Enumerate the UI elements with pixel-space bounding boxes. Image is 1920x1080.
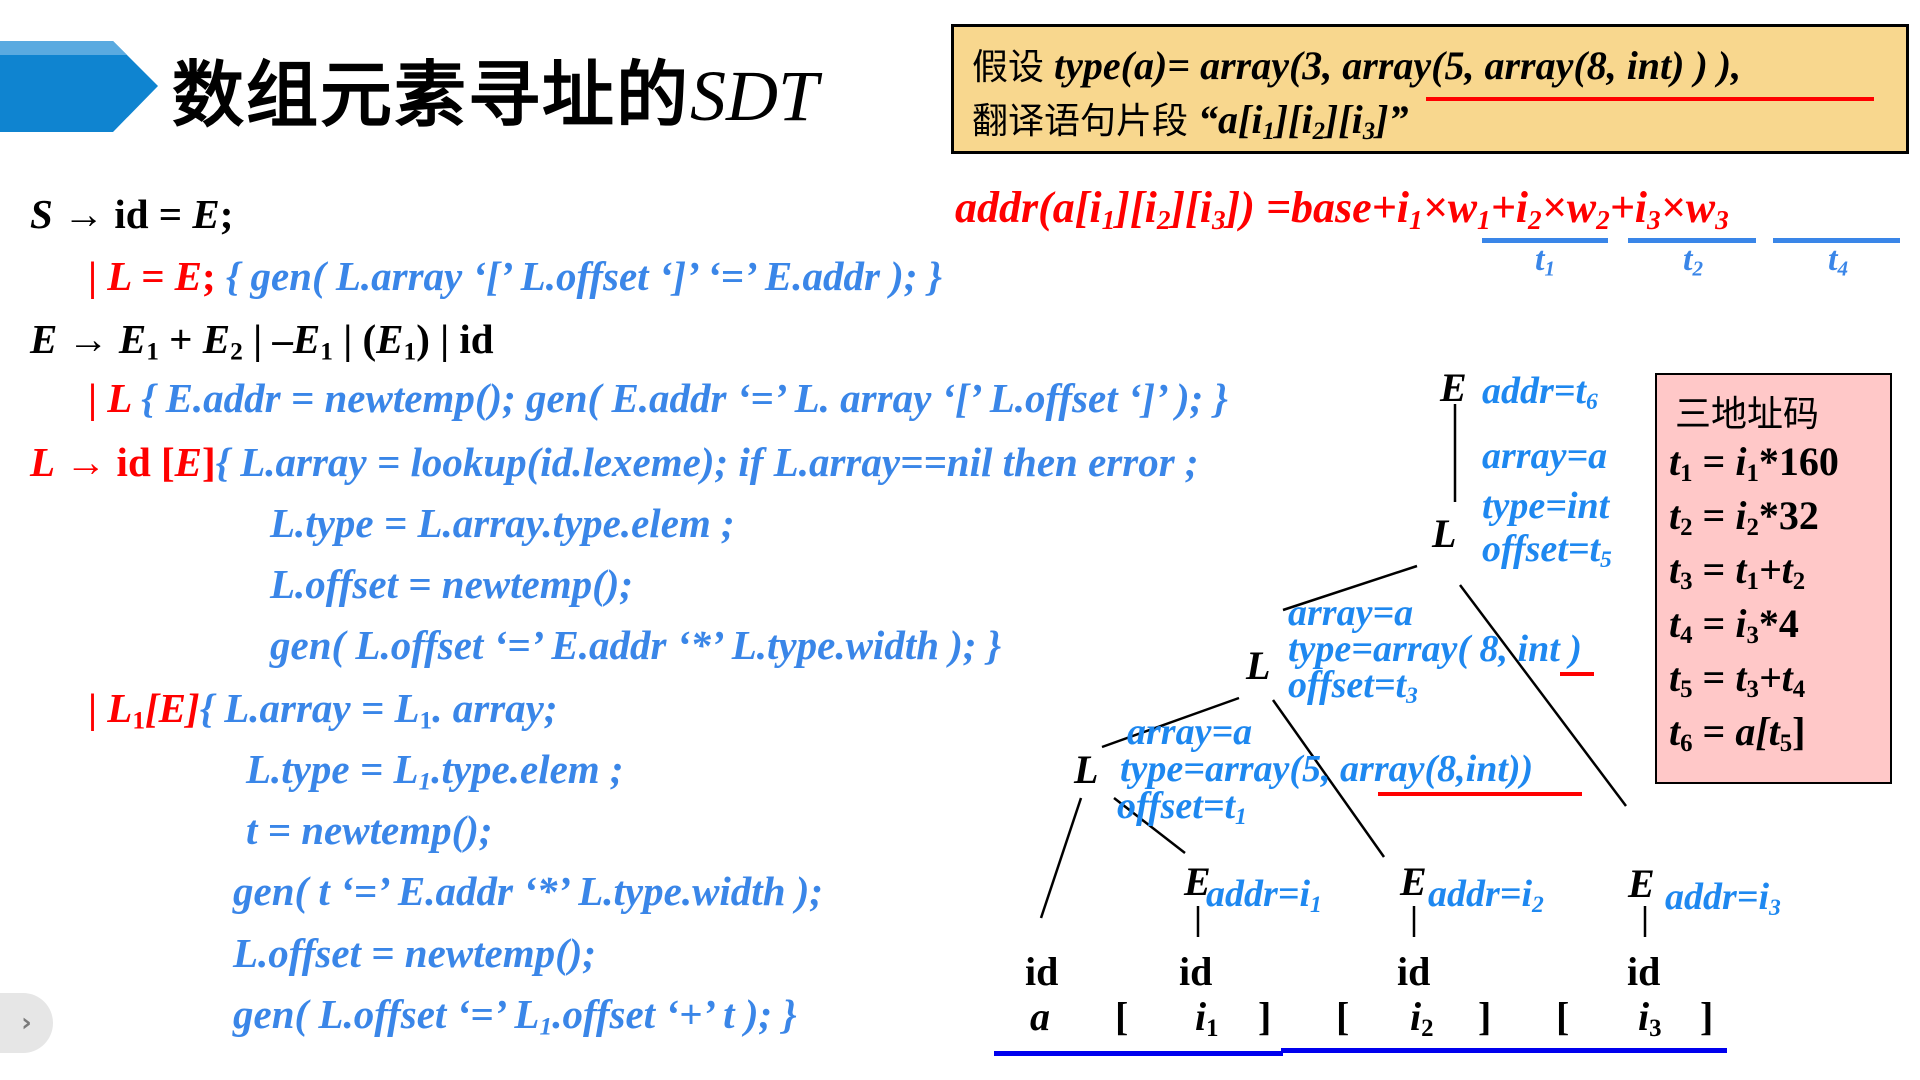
title-arrow-decoration bbox=[0, 41, 158, 132]
red-underline bbox=[1426, 97, 1874, 101]
token-lbracket: [ bbox=[1115, 994, 1129, 1039]
action-line: L.offset = newtemp(); bbox=[270, 561, 634, 607]
assumption-line-2: 翻译语句片段 “a[i1][i2][i3]” bbox=[972, 97, 1409, 146]
tree-node-e3: E bbox=[1628, 861, 1655, 906]
tree-node-e-root: E bbox=[1440, 365, 1467, 410]
production-e-alt: | L { E.addr = newtemp(); gen( E.addr ‘=… bbox=[88, 375, 1228, 421]
tac-line: t2 = i2*32 bbox=[1669, 493, 1819, 542]
next-slide-button[interactable]: › bbox=[0, 993, 53, 1053]
tree-attr: type=int bbox=[1482, 485, 1610, 527]
tree-node-l-low: L bbox=[1074, 747, 1099, 792]
address-formula: addr(a[i1][i2][i3]) =base+i1×w1+i2×w2+i3… bbox=[955, 183, 1729, 235]
token-rbracket: ] bbox=[1700, 994, 1714, 1039]
action-line: L.offset = newtemp(); bbox=[233, 930, 597, 976]
assumption-box: 假设 type(a)= array(3, array(5, array(8, i… bbox=[951, 24, 1909, 154]
tac-line: t3 = t1+t2 bbox=[1669, 547, 1806, 596]
production-s: S → id = E; bbox=[30, 191, 234, 237]
tree-node-e1: E bbox=[1184, 859, 1211, 904]
term-underline-1 bbox=[1482, 238, 1608, 243]
token-lbracket: [ bbox=[1336, 994, 1350, 1039]
tac-title: 三地址码 bbox=[1675, 394, 1820, 435]
tree-node-l-top: L bbox=[1432, 511, 1457, 556]
tree-attr: addr=i2 bbox=[1428, 873, 1544, 918]
tree-attr: offset=t3 bbox=[1288, 664, 1418, 709]
token-i2: i2 bbox=[1410, 994, 1434, 1043]
tree-node-e2: E bbox=[1400, 859, 1427, 904]
tac-line: t4 = i3*4 bbox=[1669, 601, 1799, 650]
tree-attr: array=a bbox=[1127, 711, 1253, 753]
tree-attr: addr=i1 bbox=[1206, 873, 1322, 918]
token-lbracket: [ bbox=[1556, 994, 1570, 1039]
tree-node-l-mid: L bbox=[1246, 643, 1271, 688]
token-rbracket: ] bbox=[1478, 994, 1492, 1039]
tac-line: t6 = a[t5] bbox=[1669, 709, 1806, 758]
token-i1: i1 bbox=[1195, 994, 1219, 1043]
term-underline-2 bbox=[1628, 238, 1756, 243]
tree-attr: type=array( 8, int ) bbox=[1288, 628, 1582, 670]
tree-attr: offset=t5 bbox=[1482, 528, 1612, 573]
term-label-t4: t4 bbox=[1828, 241, 1848, 281]
action-line: t = newtemp(); bbox=[246, 807, 493, 853]
tree-leaf-id: id bbox=[1397, 949, 1431, 994]
tree-attr: array=a bbox=[1288, 592, 1414, 634]
assumption-line-1: 假设 type(a)= array(3, array(5, array(8, i… bbox=[972, 43, 1742, 88]
tree-attr: array=a bbox=[1482, 435, 1608, 477]
term-underline-3 bbox=[1773, 238, 1900, 243]
action-line: gen( L.offset ‘=’ E.addr ‘*’ L.type.widt… bbox=[270, 622, 1002, 668]
token-a: a bbox=[1030, 994, 1050, 1039]
term-label-t2: t2 bbox=[1683, 241, 1703, 281]
production-e: E → E1 + E2 | –E1 | (E1) | id bbox=[30, 316, 494, 366]
action-line: gen( t ‘=’ E.addr ‘*’ L.type.width ); bbox=[233, 868, 824, 914]
production-s-alt: | L = E; { gen( L.array ‘[’ L.offset ‘]’… bbox=[88, 253, 943, 299]
term-label-t1: t1 bbox=[1535, 241, 1555, 281]
page-title: 数组元素寻址的SDT bbox=[172, 53, 819, 137]
action-line: gen( L.offset ‘=’ L1.offset ‘+’ t ); } bbox=[233, 991, 797, 1041]
tree-leaf-id: id bbox=[1179, 949, 1213, 994]
action-line: L.type = L1.type.elem ; bbox=[246, 746, 624, 796]
token-rbracket: ] bbox=[1258, 994, 1272, 1039]
production-l: L → id [E]{ L.array = lookup(id.lexeme);… bbox=[30, 439, 1199, 485]
chevron-right-icon: › bbox=[21, 1008, 32, 1038]
tac-line: t5 = t3+t4 bbox=[1669, 655, 1806, 704]
tree-leaf-id: id bbox=[1627, 949, 1661, 994]
tree-attr-addr-t6: addr=t6 bbox=[1482, 370, 1598, 415]
token-i3: i3 bbox=[1638, 994, 1662, 1043]
action-line: L.type = L.array.type.elem ; bbox=[270, 500, 735, 546]
production-l-alt: | L1[E]{ L.array = L1. array; bbox=[88, 685, 558, 735]
tree-leaf-id: id bbox=[1025, 949, 1059, 994]
tac-line: t1 = i1*160 bbox=[1669, 439, 1839, 488]
three-address-code-box: 三地址码 t1 = i1*160 t2 = i2*32 t3 = t1+t2 t… bbox=[1655, 373, 1892, 784]
tree-attr: type=array(5, array(8,int)) bbox=[1120, 748, 1534, 790]
tree-attr: addr=i3 bbox=[1665, 876, 1781, 921]
tree-attr: offset=t1 bbox=[1117, 785, 1247, 830]
